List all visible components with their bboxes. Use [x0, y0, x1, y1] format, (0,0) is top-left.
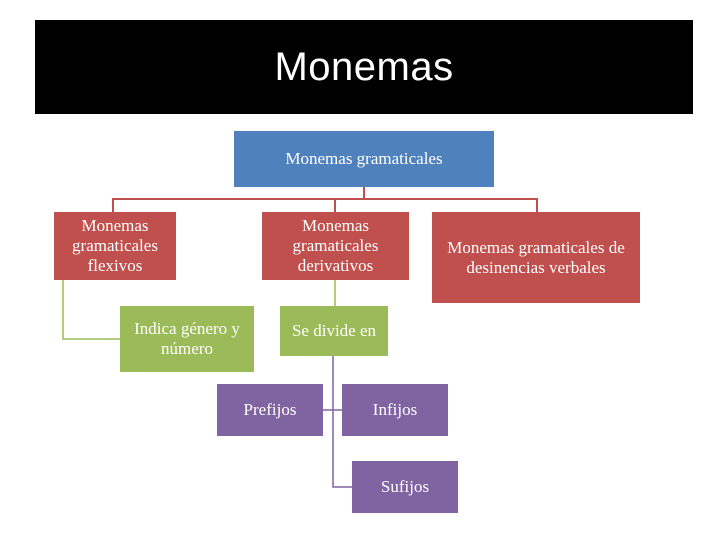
connector-flexivos-indica [62, 280, 120, 340]
node-label: Monemas gramaticales derivativos [292, 216, 379, 275]
node-sufijos: Sufijos [352, 461, 458, 513]
node-label: Prefijos [243, 400, 297, 419]
connector-divide-children [323, 356, 352, 488]
connector-root-level1 [112, 187, 538, 212]
node-monemas-derivativos: Monemas gramaticales derivativos [262, 212, 409, 280]
node-infijos: Infijos [342, 384, 448, 436]
node-prefijos: Prefijos [217, 384, 323, 436]
title-bar: Monemas [35, 20, 693, 114]
node-label: Monemas gramaticales de desinencias verb… [447, 237, 625, 277]
node-label: Monemas gramaticales flexivos [72, 216, 158, 275]
node-label: Indica género y número [134, 319, 240, 358]
node-label: Se divide en [291, 321, 377, 340]
node-indica-genero-numero: Indica género y número [120, 306, 254, 372]
node-label: Sufijos [380, 477, 430, 496]
slide-title: Monemas [274, 44, 454, 89]
node-monemas-flexivos: Monemas gramaticales flexivos [54, 212, 176, 280]
node-label: Infijos [372, 400, 418, 419]
node-label: Monemas gramaticales [285, 149, 443, 168]
node-monemas-desinencias: Monemas gramaticales de desinencias verb… [432, 212, 640, 303]
node-se-divide-en: Se divide en [280, 306, 388, 356]
node-monemas-gramaticales: Monemas gramaticales [234, 131, 494, 187]
